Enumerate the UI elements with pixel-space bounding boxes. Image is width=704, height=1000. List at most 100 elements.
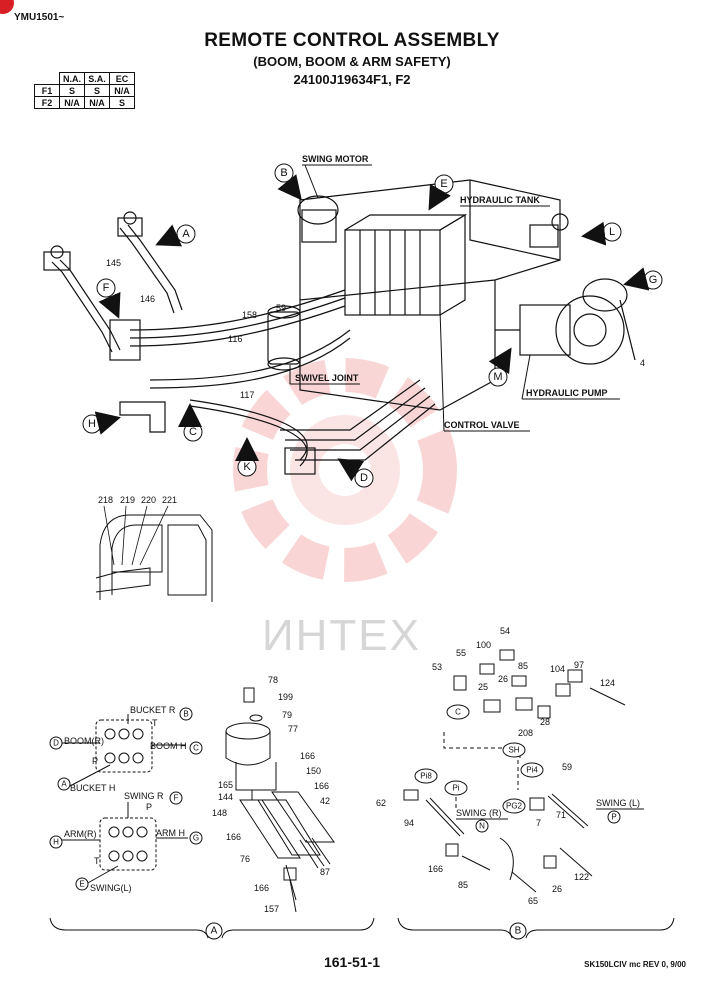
detail-a-patterns <box>60 714 188 885</box>
part-85-a: 85 <box>518 661 528 671</box>
label-swing-r-line: SWING (R) <box>456 808 502 818</box>
part-94: 94 <box>404 818 414 828</box>
pattern-callout-g: G <box>193 834 199 843</box>
label-swing-l: SWING(L) <box>90 883 132 893</box>
label-hydraulic-pump: HYDRAULIC PUMP <box>526 388 608 398</box>
part-104: 104 <box>550 664 565 674</box>
pattern-callout-c: C <box>193 744 199 753</box>
callout-d: D <box>360 472 368 484</box>
callout-f: F <box>103 282 110 294</box>
part-26-a: 26 <box>498 674 508 684</box>
callout-a: A <box>182 228 190 240</box>
pattern-callout-a: A <box>61 780 67 789</box>
detail-b-fittings <box>403 649 626 893</box>
page-subtitle: (BOOM, BOOM & ARM SAFETY) <box>253 54 451 69</box>
label-arm-r: ARM(R) <box>64 829 97 839</box>
part-157: 157 <box>264 904 279 914</box>
port-pi4: Pi4 <box>526 766 538 775</box>
section-callout-b: B <box>515 926 522 937</box>
label-t-bottom: T <box>94 856 100 866</box>
port-sh: SH <box>508 746 519 755</box>
watermark-gear-icon <box>233 358 457 582</box>
label-boom-r: BOOM(R) <box>64 736 104 746</box>
part-26-b: 26 <box>552 884 562 894</box>
part-55: 55 <box>456 648 466 658</box>
port-pi8: Pi8 <box>420 772 432 781</box>
part-166-b: 166 <box>314 781 329 791</box>
corner-badge <box>0 0 14 14</box>
detail-a-valve <box>225 687 335 913</box>
part-220: 220 <box>141 495 156 505</box>
pattern-callout-h: H <box>53 838 59 847</box>
variant-cell: N/A <box>59 96 85 109</box>
label-arm-h: ARM H <box>156 828 185 838</box>
part-124: 124 <box>600 678 615 688</box>
part-117: 117 <box>240 390 254 400</box>
part-97: 97 <box>574 660 584 670</box>
part-166-d: 166 <box>254 883 269 893</box>
callout-c: C <box>189 426 197 438</box>
part-54: 54 <box>500 626 510 636</box>
page-title: REMOTE CONTROL ASSEMBLY <box>204 30 500 51</box>
part-199: 199 <box>278 692 293 702</box>
detail-b-ports: C SH Pi8 Pi Pi4 PG2 <box>414 704 544 814</box>
part-25: 25 <box>478 682 488 692</box>
callout-p: P <box>611 813 616 822</box>
label-bucket-r: BUCKET R <box>130 705 176 715</box>
part-158: 158 <box>242 310 257 320</box>
pattern-callout-b: B <box>183 710 188 719</box>
callout-h: H <box>88 418 96 430</box>
part-53: 53 <box>432 662 442 672</box>
callout-k: K <box>243 461 251 473</box>
pattern-callout-f: F <box>174 794 179 803</box>
label-hydraulic-tank: HYDRAULIC TANK <box>460 195 540 205</box>
port-pi: Pi <box>452 784 459 793</box>
part-144: 144 <box>218 792 233 802</box>
part-85-b: 85 <box>458 880 468 890</box>
part-62: 62 <box>376 798 386 808</box>
part-148: 148 <box>212 808 227 818</box>
part-77: 77 <box>288 724 298 734</box>
label-control-valve: CONTROL VALVE <box>444 420 520 430</box>
part-150: 150 <box>306 766 321 776</box>
callout-e: E <box>440 178 447 190</box>
variant-cell: N/A <box>109 84 135 97</box>
cab-view <box>95 514 213 602</box>
part-146: 146 <box>140 294 155 304</box>
part-166: 166 <box>428 864 443 874</box>
pattern-callout-d: D <box>53 739 59 748</box>
part-165: 165 <box>218 780 233 790</box>
callout-g: G <box>649 274 658 286</box>
part-122: 122 <box>574 872 589 882</box>
part-4: 4 <box>640 358 645 368</box>
part-218: 218 <box>98 495 113 505</box>
revision-note: SK150LCIV mc REV 0, 9/00 <box>584 960 686 969</box>
variant-cell: S <box>109 96 135 109</box>
label-swivel-joint: SWIVEL JOINT <box>295 373 359 383</box>
variant-row: F2 N/A N/A S <box>34 96 135 109</box>
label-p-bottom: P <box>146 802 152 812</box>
callout-n: N <box>479 822 485 831</box>
part-79: 79 <box>282 710 292 720</box>
part-145: 145 <box>106 258 121 268</box>
callout-m: M <box>493 371 502 383</box>
port-pg2: PG2 <box>506 802 523 811</box>
callout-b: B <box>280 167 287 179</box>
part-number: 24100J19634F1, F2 <box>293 72 411 87</box>
part-7: 7 <box>536 818 541 828</box>
part-208: 208 <box>518 728 533 738</box>
part-221: 221 <box>162 495 177 505</box>
part-166-c: 166 <box>226 832 241 842</box>
part-219: 219 <box>120 495 135 505</box>
doc-code: YMU1501~ <box>14 12 65 23</box>
pattern-callout-e: E <box>79 880 84 889</box>
part-28: 28 <box>540 717 550 727</box>
port-c: C <box>455 708 461 717</box>
part-78: 78 <box>268 675 278 685</box>
callouts-main: A B C D E F G H K L M <box>82 163 663 488</box>
part-59: 59 <box>562 762 572 772</box>
section-callout-a: A <box>211 926 218 937</box>
label-swing-l-line: SWING (L) <box>596 798 640 808</box>
label-swing-motor: SWING MOTOR <box>302 154 369 164</box>
